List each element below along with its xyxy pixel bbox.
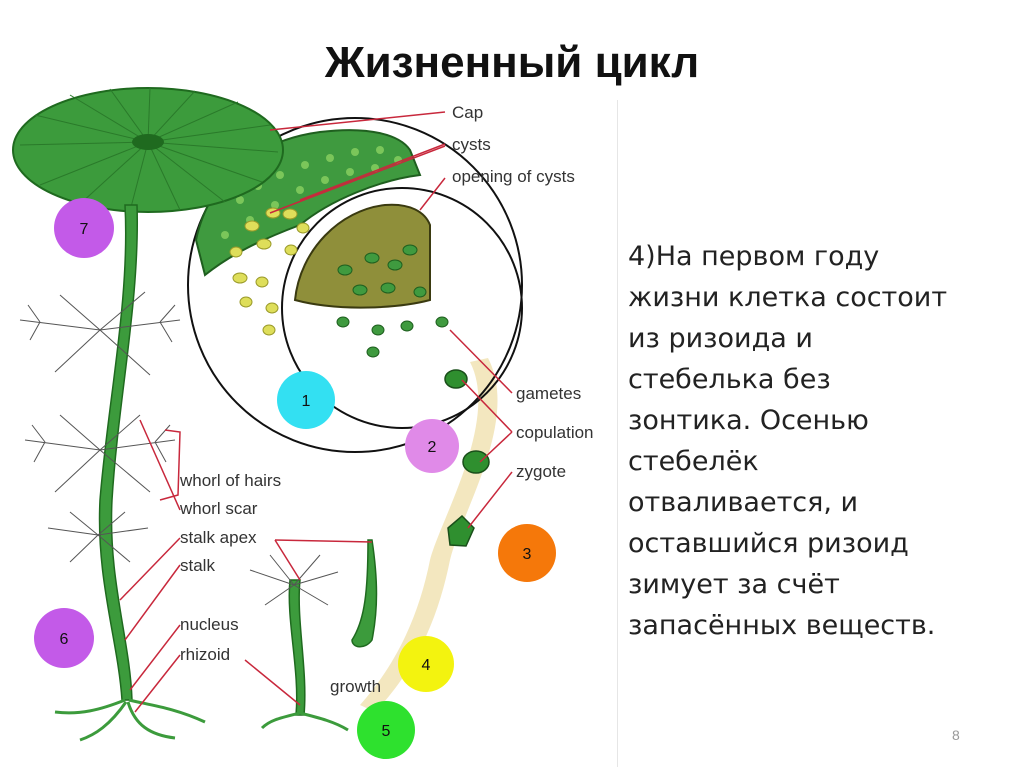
- inner-circle: [281, 187, 523, 429]
- growth-path: [360, 358, 498, 712]
- stage-1: 1: [277, 371, 335, 429]
- description-line: отваливается, и: [628, 487, 859, 518]
- free-gametes: [336, 286, 449, 358]
- young-stalk: [288, 579, 306, 716]
- label-gametes: gametes: [516, 384, 581, 403]
- description-line: из ризоида и: [628, 323, 813, 354]
- description-line: 4)На первом году: [628, 241, 880, 272]
- description-line: зимует за счёт: [628, 569, 840, 600]
- label-stalk-apex: stalk apex: [180, 528, 257, 547]
- leader-lines: [119, 111, 513, 713]
- slide-title: Жизненный цикл: [324, 38, 700, 87]
- whorl-of-hairs-lower: [47, 511, 149, 563]
- label-whorl-scar: whorl scar: [179, 499, 258, 518]
- description-line: жизни клетка состоит: [628, 282, 948, 313]
- stage-5: 5: [357, 701, 415, 759]
- svg-text:6: 6: [60, 631, 69, 648]
- svg-text:7: 7: [80, 221, 89, 238]
- label-growth: growth: [330, 677, 381, 696]
- whorl-of-hairs-upper: [19, 291, 181, 376]
- released-cysts: [229, 207, 310, 336]
- whorl-bracket: [159, 429, 181, 501]
- main-stalk: [98, 204, 139, 701]
- description-line: стебелёк: [628, 446, 759, 477]
- zygote-cell: [462, 450, 490, 474]
- gametes-in-cyst: [337, 244, 418, 296]
- column-divider: [617, 100, 618, 767]
- young-rhizoid: [260, 711, 349, 732]
- germling: [351, 539, 378, 648]
- description-line: зонтика. Осенью: [628, 405, 869, 436]
- label-zygote: zygote: [516, 462, 566, 481]
- stage-3: 3: [498, 524, 556, 582]
- outer-circle: [187, 117, 523, 453]
- svg-text:3: 3: [523, 546, 532, 563]
- description-line: стебелька без: [628, 364, 831, 395]
- label-cysts: cysts: [452, 135, 491, 154]
- description-line: оставшийся ризоид: [628, 528, 909, 559]
- cap-center: [132, 134, 164, 150]
- label-nucleus: nucleus: [180, 615, 239, 634]
- label-copulation: copulation: [516, 423, 594, 442]
- cap-rays: [19, 87, 279, 212]
- stage-2: 2: [405, 419, 459, 473]
- stage-6: 6: [34, 608, 94, 668]
- description-line: запасённых веществ.: [628, 610, 936, 641]
- svg-text:2: 2: [428, 439, 437, 456]
- life-cycle-diagram: Cap cysts opening of cysts gametes copul…: [12, 87, 594, 759]
- stage-4: 4: [398, 636, 454, 692]
- svg-text:4: 4: [422, 657, 431, 674]
- page-number: 8: [952, 727, 960, 743]
- stage-7: 7: [54, 198, 114, 258]
- label-cap: Cap: [452, 103, 483, 122]
- label-stalk: stalk: [180, 556, 215, 575]
- young-whorl: [249, 554, 339, 606]
- growing-zygote: [447, 514, 475, 547]
- label-whorl-of-hairs: whorl of hairs: [179, 471, 281, 490]
- copulation-cell: [444, 369, 468, 389]
- svg-text:1: 1: [302, 393, 311, 410]
- opened-cyst: [293, 203, 431, 309]
- description-text: 4)На первом году жизни клетка состоит из…: [628, 236, 1008, 646]
- svg-text:5: 5: [382, 723, 391, 740]
- whorl-of-hairs-middle: [24, 414, 176, 493]
- label-opening-of-cysts: opening of cysts: [452, 167, 575, 186]
- main-rhizoid: [54, 698, 206, 742]
- label-rhizoid: rhizoid: [180, 645, 230, 664]
